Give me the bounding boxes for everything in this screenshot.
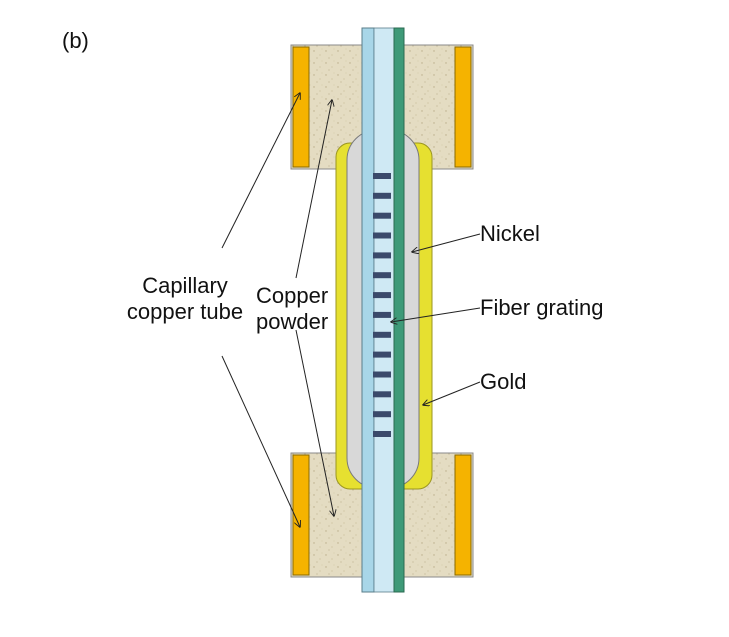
annotation-arrows	[221, 93, 481, 527]
top-left-copper-tube	[292, 46, 310, 168]
grating-mark	[373, 212, 391, 219]
copper-arrow-bottom	[295, 329, 334, 516]
grating-mark	[373, 252, 391, 259]
nickel-arrow	[412, 233, 481, 252]
capillary-label-line1: Capillary	[142, 273, 228, 298]
gold-label: Gold	[480, 369, 527, 394]
grating-mark	[373, 391, 391, 398]
panel-label: (b)	[62, 28, 89, 53]
copper-arrow-top	[295, 100, 332, 279]
gold-arrow	[423, 381, 481, 405]
grating-mark	[373, 331, 391, 338]
fiber-grating-label: Fiber grating	[480, 295, 604, 320]
capillary-copper-tube-label: Capillary copper tube	[120, 273, 250, 325]
grating-mark	[373, 351, 391, 358]
copper-label-line2: powder	[256, 309, 329, 334]
copper-label-line1: Copper	[256, 283, 329, 308]
grating-mark	[373, 311, 391, 318]
top-right-copper-tube	[454, 46, 472, 168]
fiber-cladding-left	[361, 27, 375, 593]
grating-mark	[373, 272, 391, 279]
grating-mark	[373, 192, 391, 199]
fiber-cladding-right	[393, 27, 405, 593]
bottom-right-copper-tube	[454, 454, 472, 576]
grating-mark	[373, 173, 391, 179]
grating-mark	[373, 411, 391, 418]
copper-powder-label: Copper powder	[256, 283, 328, 335]
bottom-left-copper-tube	[292, 454, 310, 576]
grating-mark	[373, 292, 391, 299]
capillary-arrow-bottom	[221, 355, 300, 527]
grating-mark	[373, 232, 391, 239]
fiber-grating-marks	[373, 173, 391, 437]
grating-mark	[373, 371, 391, 378]
optical-fiber	[361, 27, 405, 593]
capillary-label-line2: copper tube	[126, 299, 244, 324]
nickel-label: Nickel	[480, 221, 540, 246]
fiber-core	[373, 27, 395, 593]
capillary-arrow-top	[221, 93, 300, 249]
grating-mark	[373, 431, 391, 437]
fiber-grating-arrow	[391, 307, 481, 322]
